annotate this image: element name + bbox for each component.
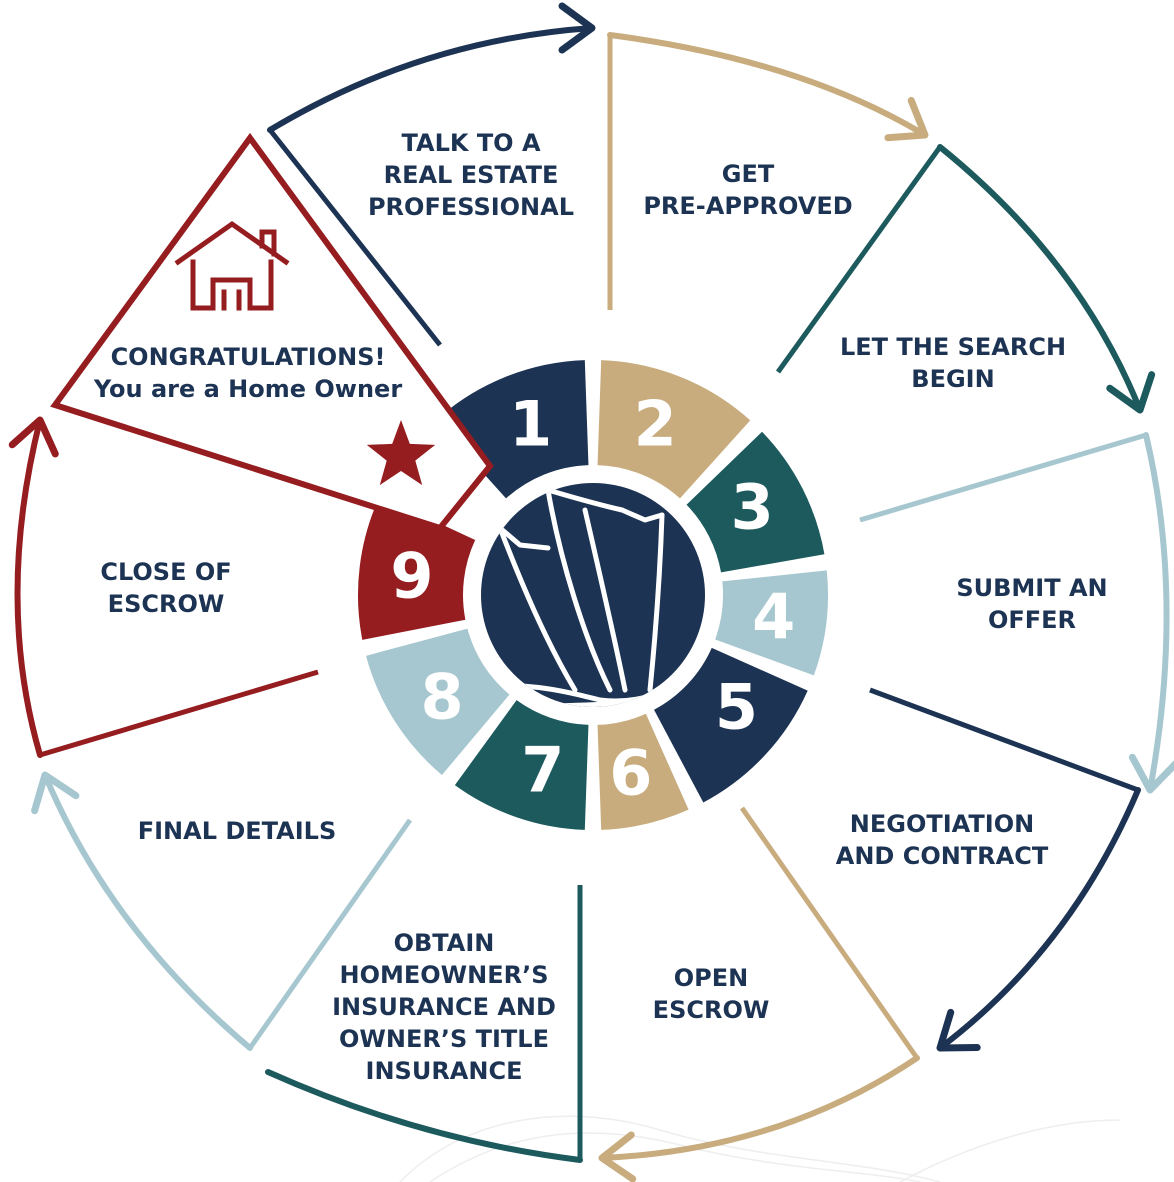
step-label-line: INSURANCE bbox=[366, 1057, 523, 1085]
step-labels: TALK TO A REAL ESTATE PROFESSIONAL GET PRE-A… bbox=[100, 129, 1107, 1085]
step-label-5: NEGOTIATION AND CONTRACT bbox=[836, 810, 1049, 870]
step-number-8: 8 bbox=[421, 660, 464, 733]
step-label-1: TALK TO A REAL ESTATE PROFESSIONAL bbox=[368, 129, 574, 221]
ring-segment-4 bbox=[715, 570, 828, 676]
step-label-line: PROFESSIONAL bbox=[368, 193, 574, 221]
step-number-7: 7 bbox=[521, 733, 564, 806]
step-label-line: PRE-APPROVED bbox=[643, 192, 852, 220]
ring-segment-6 bbox=[597, 713, 689, 830]
arrowhead-icon bbox=[598, 1131, 637, 1182]
step-label-line: NEGOTIATION bbox=[850, 810, 1034, 838]
ring-segment-2 bbox=[597, 360, 751, 499]
step-divider-9 bbox=[39, 669, 319, 758]
cycle-arrow-3 bbox=[937, 144, 1143, 413]
cycle-arrow-5 bbox=[937, 787, 1141, 1051]
step-number-2: 2 bbox=[634, 387, 677, 460]
step-label-line: OWNER’S TITLE bbox=[339, 1025, 549, 1053]
step-label-line: ESCROW bbox=[108, 590, 225, 618]
step-label-line: TALK TO A bbox=[401, 129, 540, 157]
number-ring bbox=[358, 360, 828, 830]
arrowhead-icon bbox=[558, 2, 596, 54]
congrats-wedge bbox=[50, 132, 494, 532]
step-label-6: OPEN ESCROW bbox=[653, 964, 770, 1024]
step-label-2: GET PRE-APPROVED bbox=[643, 160, 852, 220]
step-label-3: LET THE SEARCH BEGIN bbox=[840, 333, 1066, 393]
cycle-arrow-2 bbox=[607, 32, 928, 138]
step-number-3: 3 bbox=[731, 470, 774, 543]
cycle-arrow-9 bbox=[14, 417, 43, 758]
step-label-line: OFFER bbox=[988, 606, 1076, 634]
ring-segment-8 bbox=[366, 628, 510, 776]
step-label-line: REAL ESTATE bbox=[384, 161, 559, 189]
step-number-9: 9 bbox=[390, 539, 433, 612]
step-label-line: LET THE SEARCH bbox=[840, 333, 1066, 361]
step-divider-5 bbox=[869, 687, 1139, 793]
step-outlines bbox=[39, 35, 1147, 1160]
ring-segment-5 bbox=[654, 647, 808, 803]
arrowhead-icon bbox=[936, 1008, 981, 1052]
step-number-4: 4 bbox=[752, 581, 795, 654]
step-label-line: FINAL DETAILS bbox=[138, 817, 337, 845]
arrowhead-icon bbox=[884, 96, 929, 142]
arrowhead-icon bbox=[8, 416, 59, 458]
cycle-arrow-6 bbox=[599, 1055, 920, 1161]
step-label-4: SUBMIT AN OFFER bbox=[956, 574, 1107, 634]
step-divider-1 bbox=[268, 128, 442, 347]
congrats-subtitle: You are a Home Owner bbox=[93, 375, 402, 403]
step-divider-8 bbox=[247, 818, 413, 1050]
cycle-arrows bbox=[8, 2, 1174, 1182]
step-label-9: CLOSE OF ESCROW bbox=[100, 558, 231, 618]
step-label-line: HOMEOWNER’S bbox=[339, 961, 548, 989]
step-number-1: 1 bbox=[509, 387, 552, 460]
ring-segment-9 bbox=[358, 495, 476, 640]
ring-segment-1 bbox=[435, 360, 589, 499]
cycle-arrow-7 bbox=[265, 1069, 583, 1163]
step-label-8: FINAL DETAILS bbox=[138, 817, 337, 845]
step-label-line: ESCROW bbox=[653, 996, 770, 1024]
step-label-7: OBTAIN HOMEOWNER’S INSURANCE AND OWNER’S TI… bbox=[332, 929, 556, 1085]
step-divider-4 bbox=[859, 432, 1147, 523]
sailboat-logo-icon bbox=[481, 483, 705, 707]
step-label-line: INSURANCE AND bbox=[332, 993, 556, 1021]
step-label-line: CLOSE OF bbox=[100, 558, 231, 586]
ring-segment-3 bbox=[686, 431, 825, 573]
step-label-line: OPEN bbox=[674, 964, 748, 992]
step-label-line: OBTAIN bbox=[394, 929, 495, 957]
ring-segment-7 bbox=[454, 700, 589, 830]
arrowhead-icon bbox=[1128, 753, 1174, 794]
step-label-line: BEGIN bbox=[911, 365, 994, 393]
congrats-title: CONGRATULATIONS! bbox=[111, 343, 386, 371]
step-label-line: SUBMIT AN bbox=[956, 574, 1107, 602]
step-divider-3 bbox=[775, 145, 943, 374]
step-label-line: AND CONTRACT bbox=[836, 842, 1049, 870]
step-label-line: GET bbox=[722, 160, 775, 188]
house-icon bbox=[174, 220, 290, 311]
arrowhead-icon bbox=[31, 771, 80, 815]
cycle-arrow-4 bbox=[1143, 432, 1170, 793]
cycle-arrow-1 bbox=[267, 25, 595, 133]
step-number-6: 6 bbox=[609, 737, 652, 810]
arrowhead-icon bbox=[1106, 371, 1156, 414]
step-divider-6 bbox=[739, 806, 920, 1060]
step-number-5: 5 bbox=[715, 671, 758, 744]
cycle-arrow-8 bbox=[42, 772, 253, 1051]
star-icon bbox=[366, 420, 436, 486]
